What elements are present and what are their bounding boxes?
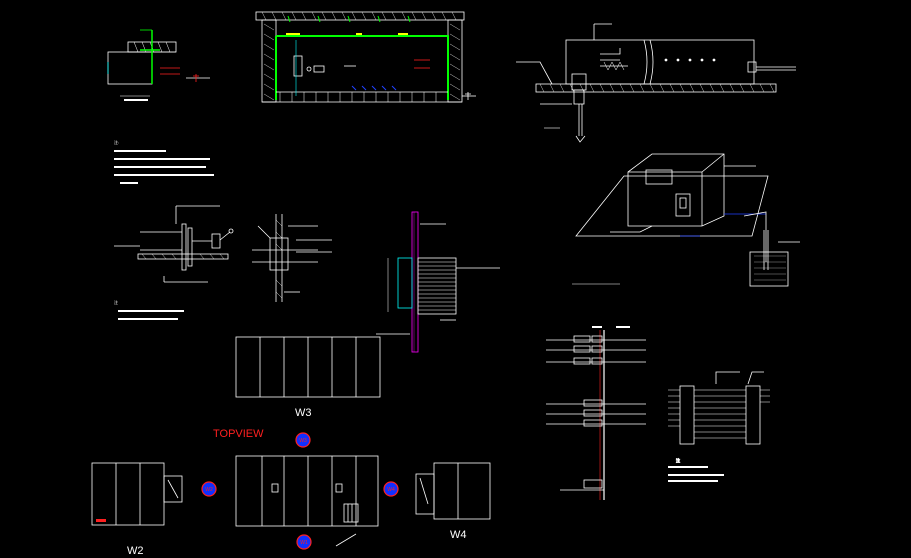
elevation-w3 [235,336,381,398]
notes-block-1: 注: [114,139,214,184]
label-w2: W2 [127,545,144,557]
badge-w3: W3 [295,432,311,448]
detail-room-section [255,11,476,103]
elevation-w2 [91,462,183,526]
notes-block-2: 注 [114,299,184,320]
badge-w4-text: W4 [387,487,395,493]
detail-single-line-diagram [546,326,646,500]
badge-w1-text: W1 [300,540,308,546]
badge-w2-text: W2 [205,487,213,493]
detail-cabinet-cable-entry [516,23,796,143]
plan-topview [235,455,379,547]
label-topview: TOPVIEW [213,428,264,440]
badge-w3-text: W3 [299,438,307,444]
detail-wall-pipe-sleeve [252,214,332,302]
badge-w2: W2 [201,481,217,497]
notes-heading: 注: [114,139,119,145]
label-w4: W4 [450,529,467,541]
badge-w1: W1 [296,534,312,550]
elevation-w4 [415,462,491,520]
detail-wall-penetration [376,211,500,353]
notes-heading-3: 注 [676,457,680,463]
badge-w4: W4 [383,481,399,497]
notes-heading-2: 注 [114,299,118,305]
detail-cabinet-isometric [572,153,800,287]
detail-pipe-flange [114,205,234,283]
detail-terminal-block: 注 [668,371,770,482]
detail-small-grounding [107,29,210,101]
label-w3: W3 [295,407,312,419]
